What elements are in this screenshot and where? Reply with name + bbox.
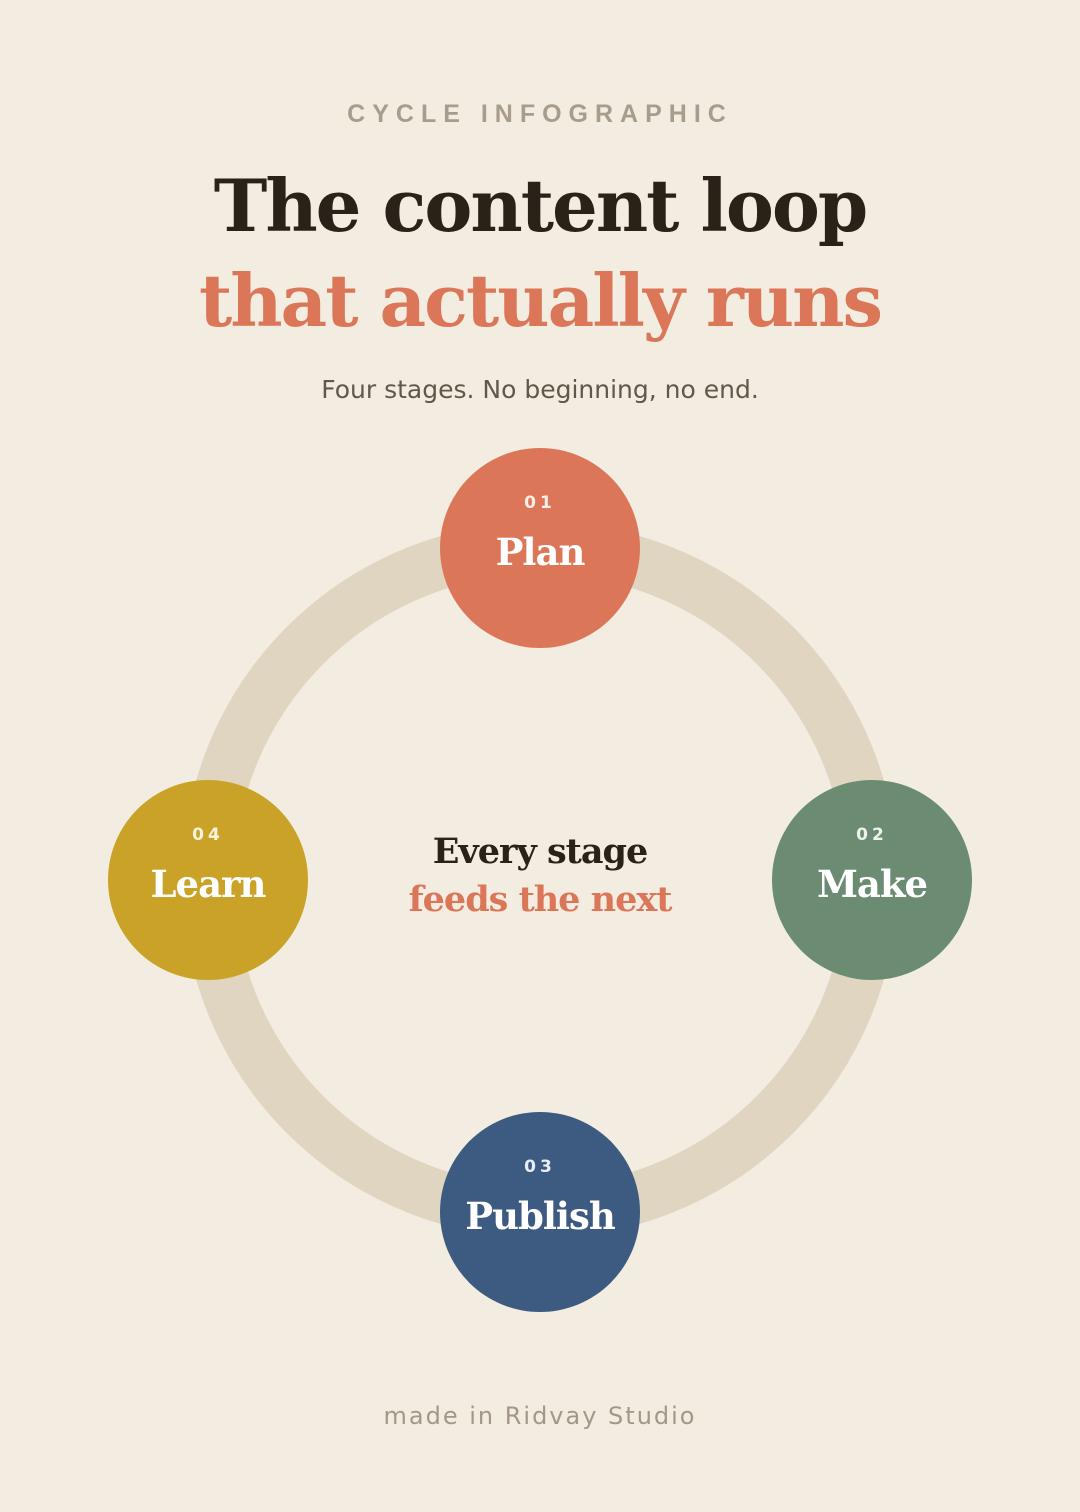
center-caption-line-1: Every stage bbox=[433, 831, 648, 872]
page-subtitle: Four stages. No beginning, no end. bbox=[321, 375, 759, 404]
stage-node-learn: 04 Learn bbox=[108, 780, 308, 980]
stage-circle-make bbox=[772, 780, 972, 980]
stage-circle-publish bbox=[440, 1112, 640, 1312]
center-caption-line-2: feeds the next bbox=[409, 879, 673, 920]
stage-number-plan: 01 bbox=[524, 493, 556, 513]
eyebrow-label: CYCLE INFOGRAPHIC bbox=[347, 100, 733, 128]
stage-node-plan: 01 Plan bbox=[440, 448, 640, 648]
stage-number-learn: 04 bbox=[192, 825, 224, 845]
stage-number-publish: 03 bbox=[524, 1157, 556, 1177]
stage-label-learn: Learn bbox=[151, 862, 267, 906]
stage-label-make: Make bbox=[817, 862, 927, 906]
page-title-line-2: that actually runs bbox=[198, 258, 883, 343]
page-title-line-1: The content loop bbox=[213, 163, 869, 248]
stage-node-publish: 03 Publish bbox=[440, 1112, 640, 1312]
stage-label-plan: Plan bbox=[496, 530, 586, 574]
stage-circle-plan bbox=[440, 448, 640, 648]
footer-credit: made in Ridvay Studio bbox=[383, 1402, 697, 1430]
stage-circle-learn bbox=[108, 780, 308, 980]
stage-node-make: 02 Make bbox=[772, 780, 972, 980]
stage-number-make: 02 bbox=[856, 825, 888, 845]
stage-label-publish: Publish bbox=[465, 1194, 616, 1238]
